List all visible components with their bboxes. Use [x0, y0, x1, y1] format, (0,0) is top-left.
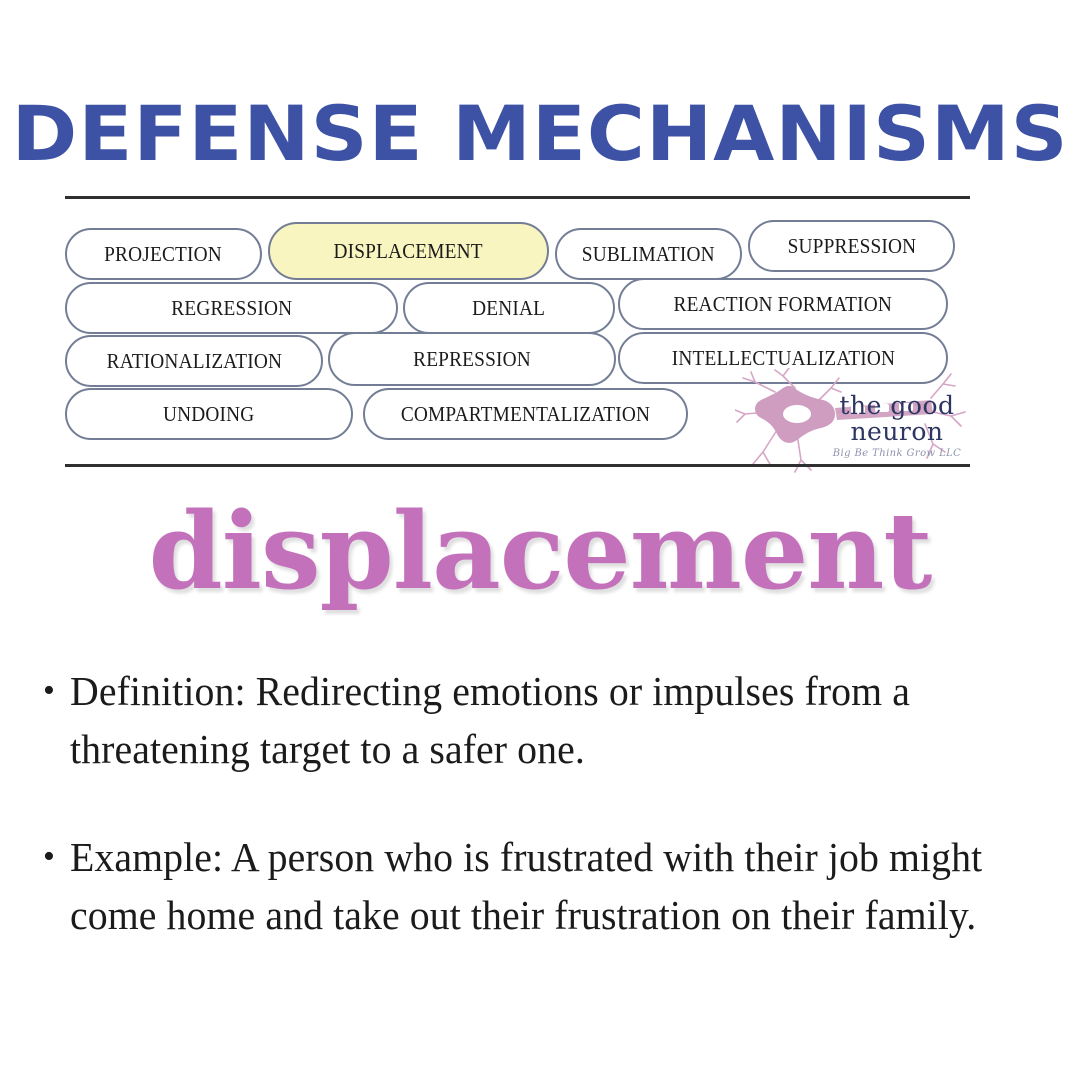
bullet-icon: •: [43, 838, 55, 875]
neuron-icon: [735, 368, 966, 473]
definition-text-inner: Definition: Redirecting emotions or impu…: [70, 668, 910, 772]
chip-label: SUBLIMATION: [582, 241, 715, 266]
chip-label: COMPARTMENTALIZATION: [400, 401, 651, 426]
chip-label: DISPLACEMENT: [333, 238, 484, 263]
bullet-icon: •: [43, 672, 55, 709]
divider-top: [65, 196, 970, 199]
page-title-container: Defense Mechanisms: [0, 96, 1080, 172]
definition-list: • Definition: Redirecting emotions or im…: [28, 662, 1038, 994]
chip-regression[interactable]: REGRESSION: [65, 282, 398, 334]
chip-label: RATIONALIZATION: [106, 348, 282, 373]
chip-label: REACTION FORMATION: [673, 291, 893, 316]
chip-compartmentalization[interactable]: COMPARTMENTALIZATION: [363, 388, 688, 440]
example-text-inner: Example: A person who is frustrated with…: [70, 834, 983, 938]
chip-denial[interactable]: DENIAL: [403, 282, 615, 334]
chip-label: INTELLECTUALIZATION: [671, 345, 895, 370]
example-text: Example: A person who is frustrated with…: [70, 828, 1038, 944]
chip-repression[interactable]: REPRESSION: [328, 332, 616, 386]
chip-label: REGRESSION: [170, 295, 293, 320]
chip-label: SUPPRESSION: [787, 233, 916, 258]
chip-projection[interactable]: PROJECTION: [65, 228, 262, 280]
list-item: • Example: A person who is frustrated wi…: [28, 828, 1038, 944]
chip-sublimation[interactable]: SUBLIMATION: [555, 228, 742, 280]
term-heading: displacement: [148, 488, 933, 613]
chip-label: UNDOING: [163, 401, 255, 426]
definition-text: Definition: Redirecting emotions or impu…: [70, 662, 1038, 778]
chip-label: PROJECTION: [104, 241, 223, 266]
chip-rationalization[interactable]: RATIONALIZATION: [65, 335, 323, 387]
chip-intellectualization[interactable]: INTELLECTUALIZATION: [618, 332, 948, 384]
chip-label: REPRESSION: [413, 346, 531, 371]
brand-logo: the good neuron Big Be Think Grow LLC: [735, 368, 970, 473]
divider-bottom: [65, 464, 970, 467]
chip-displacement[interactable]: DISPLACEMENT: [268, 222, 549, 280]
chip-undoing[interactable]: UNDOING: [65, 388, 353, 440]
chip-label: DENIAL: [472, 295, 546, 320]
page-title: Defense Mechanisms: [11, 89, 1069, 178]
chip-reaction-formation[interactable]: REACTION FORMATION: [618, 278, 948, 330]
term-heading-container: displacement: [0, 498, 1080, 604]
list-item: • Definition: Redirecting emotions or im…: [28, 662, 1038, 778]
chip-suppression[interactable]: SUPPRESSION: [748, 220, 955, 272]
mechanism-chip-grid: PROJECTION DISPLACEMENT SUBLIMATION SUPP…: [65, 220, 1025, 460]
